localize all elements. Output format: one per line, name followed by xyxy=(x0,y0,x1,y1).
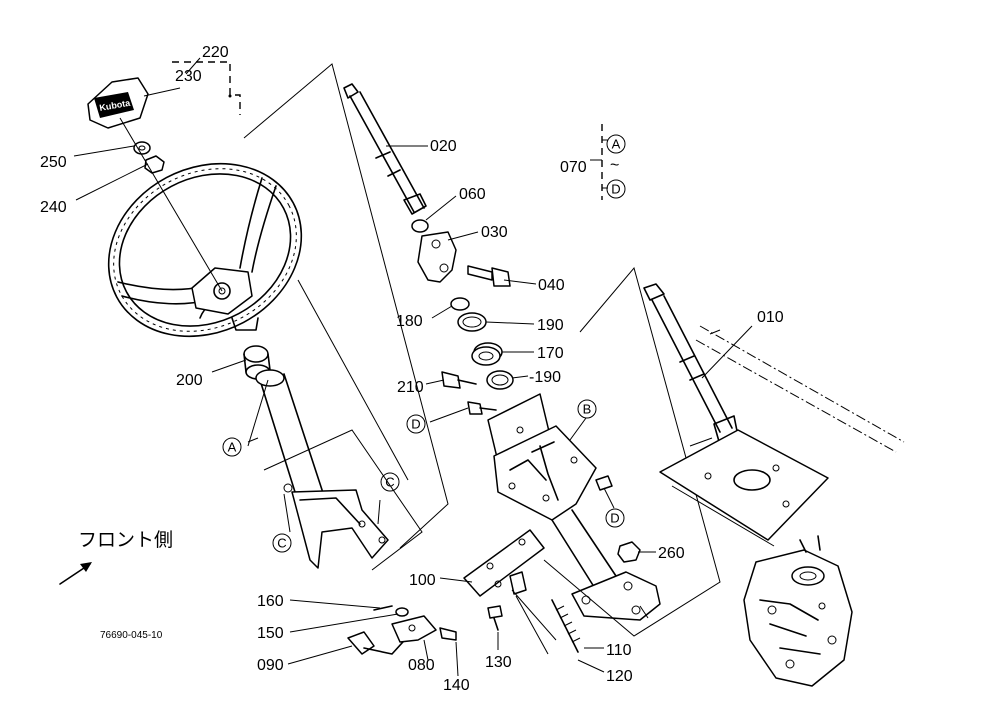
label-210: 210 xyxy=(397,379,424,396)
label-230: 230 xyxy=(175,68,202,85)
washer-250 xyxy=(133,141,151,155)
lever-arm-080 xyxy=(391,615,437,643)
label-100: 100 xyxy=(409,572,436,589)
ref-d-right: D xyxy=(610,511,619,526)
label-250: 250 xyxy=(40,154,67,171)
label-120: 120 xyxy=(606,668,633,685)
mounting-plate xyxy=(659,429,829,547)
spring-120 xyxy=(551,599,581,653)
label-060: 060 xyxy=(459,186,486,203)
front-side-caption: フロント側 xyxy=(78,529,173,551)
label-260: 260 xyxy=(658,545,685,562)
label-010: 010 xyxy=(757,309,784,326)
ref-c-upper: C xyxy=(385,475,394,490)
label-190-b: -190 xyxy=(529,369,561,386)
label-070: 070 xyxy=(560,159,587,176)
column-tube-a xyxy=(243,345,389,569)
label-150: 150 xyxy=(257,625,284,642)
label-220: 220 xyxy=(202,44,229,61)
column-bracket-b xyxy=(487,393,613,521)
lever-knob-090 xyxy=(347,631,375,655)
ref-a-left: A xyxy=(228,440,237,455)
bolt-d-upper xyxy=(467,401,497,415)
label-020: 020 xyxy=(430,138,457,155)
range-tilde: ~ xyxy=(610,157,619,174)
pin-160 xyxy=(373,605,393,611)
label-190-a: 190 xyxy=(537,317,564,334)
ring-190-upper xyxy=(457,312,487,332)
label-200: 200 xyxy=(176,372,203,389)
ref-d-range: D xyxy=(611,182,620,197)
label-090: 090 xyxy=(257,657,284,674)
ref-c-lower: C xyxy=(277,536,286,551)
nut-260 xyxy=(617,541,641,563)
ref-a-range: A xyxy=(612,137,621,152)
drawing-code: 76690-045-10 xyxy=(100,630,163,641)
reference-markers: A A ~ D B D D C C xyxy=(222,134,626,553)
bolt-130 xyxy=(487,605,503,631)
leader-lines xyxy=(73,57,753,677)
steering-gear-box xyxy=(743,535,853,687)
bushing-200 xyxy=(243,345,269,363)
center-cap: Kubota xyxy=(87,77,149,129)
universal-joint-030 xyxy=(417,231,457,283)
bearing-170 xyxy=(471,342,503,366)
pin-140 xyxy=(439,627,457,641)
label-040: 040 xyxy=(538,277,565,294)
label-160: 160 xyxy=(257,593,284,610)
pin-d-middle xyxy=(595,475,613,491)
ref-d-left: D xyxy=(411,417,420,432)
label-170: 170 xyxy=(537,345,564,362)
tilt-lever-group xyxy=(347,605,457,655)
label-110: 110 xyxy=(606,642,632,659)
clip-180 xyxy=(450,297,470,311)
label-080: 080 xyxy=(408,657,435,674)
label-130: 130 xyxy=(485,654,512,671)
bolt-040 xyxy=(467,265,511,287)
bolt-210 xyxy=(441,371,477,389)
steering-wheel xyxy=(107,162,303,338)
label-030: 030 xyxy=(481,224,508,241)
ring-060 xyxy=(411,219,429,233)
bracket-plate-100 xyxy=(463,529,545,597)
steering-shaft-020 xyxy=(343,83,427,215)
label-180: 180 xyxy=(396,313,423,330)
washer-150 xyxy=(395,607,409,617)
column-shaft-010 xyxy=(643,283,741,453)
front-direction-arrow-icon xyxy=(59,562,92,585)
ring-190-lower xyxy=(486,370,514,390)
label-140: 140 xyxy=(443,677,470,694)
label-240: 240 xyxy=(40,199,67,216)
ref-b: B xyxy=(583,402,592,417)
part-labels: 220 230 250 240 200 020 060 030 040 180 … xyxy=(40,44,784,694)
